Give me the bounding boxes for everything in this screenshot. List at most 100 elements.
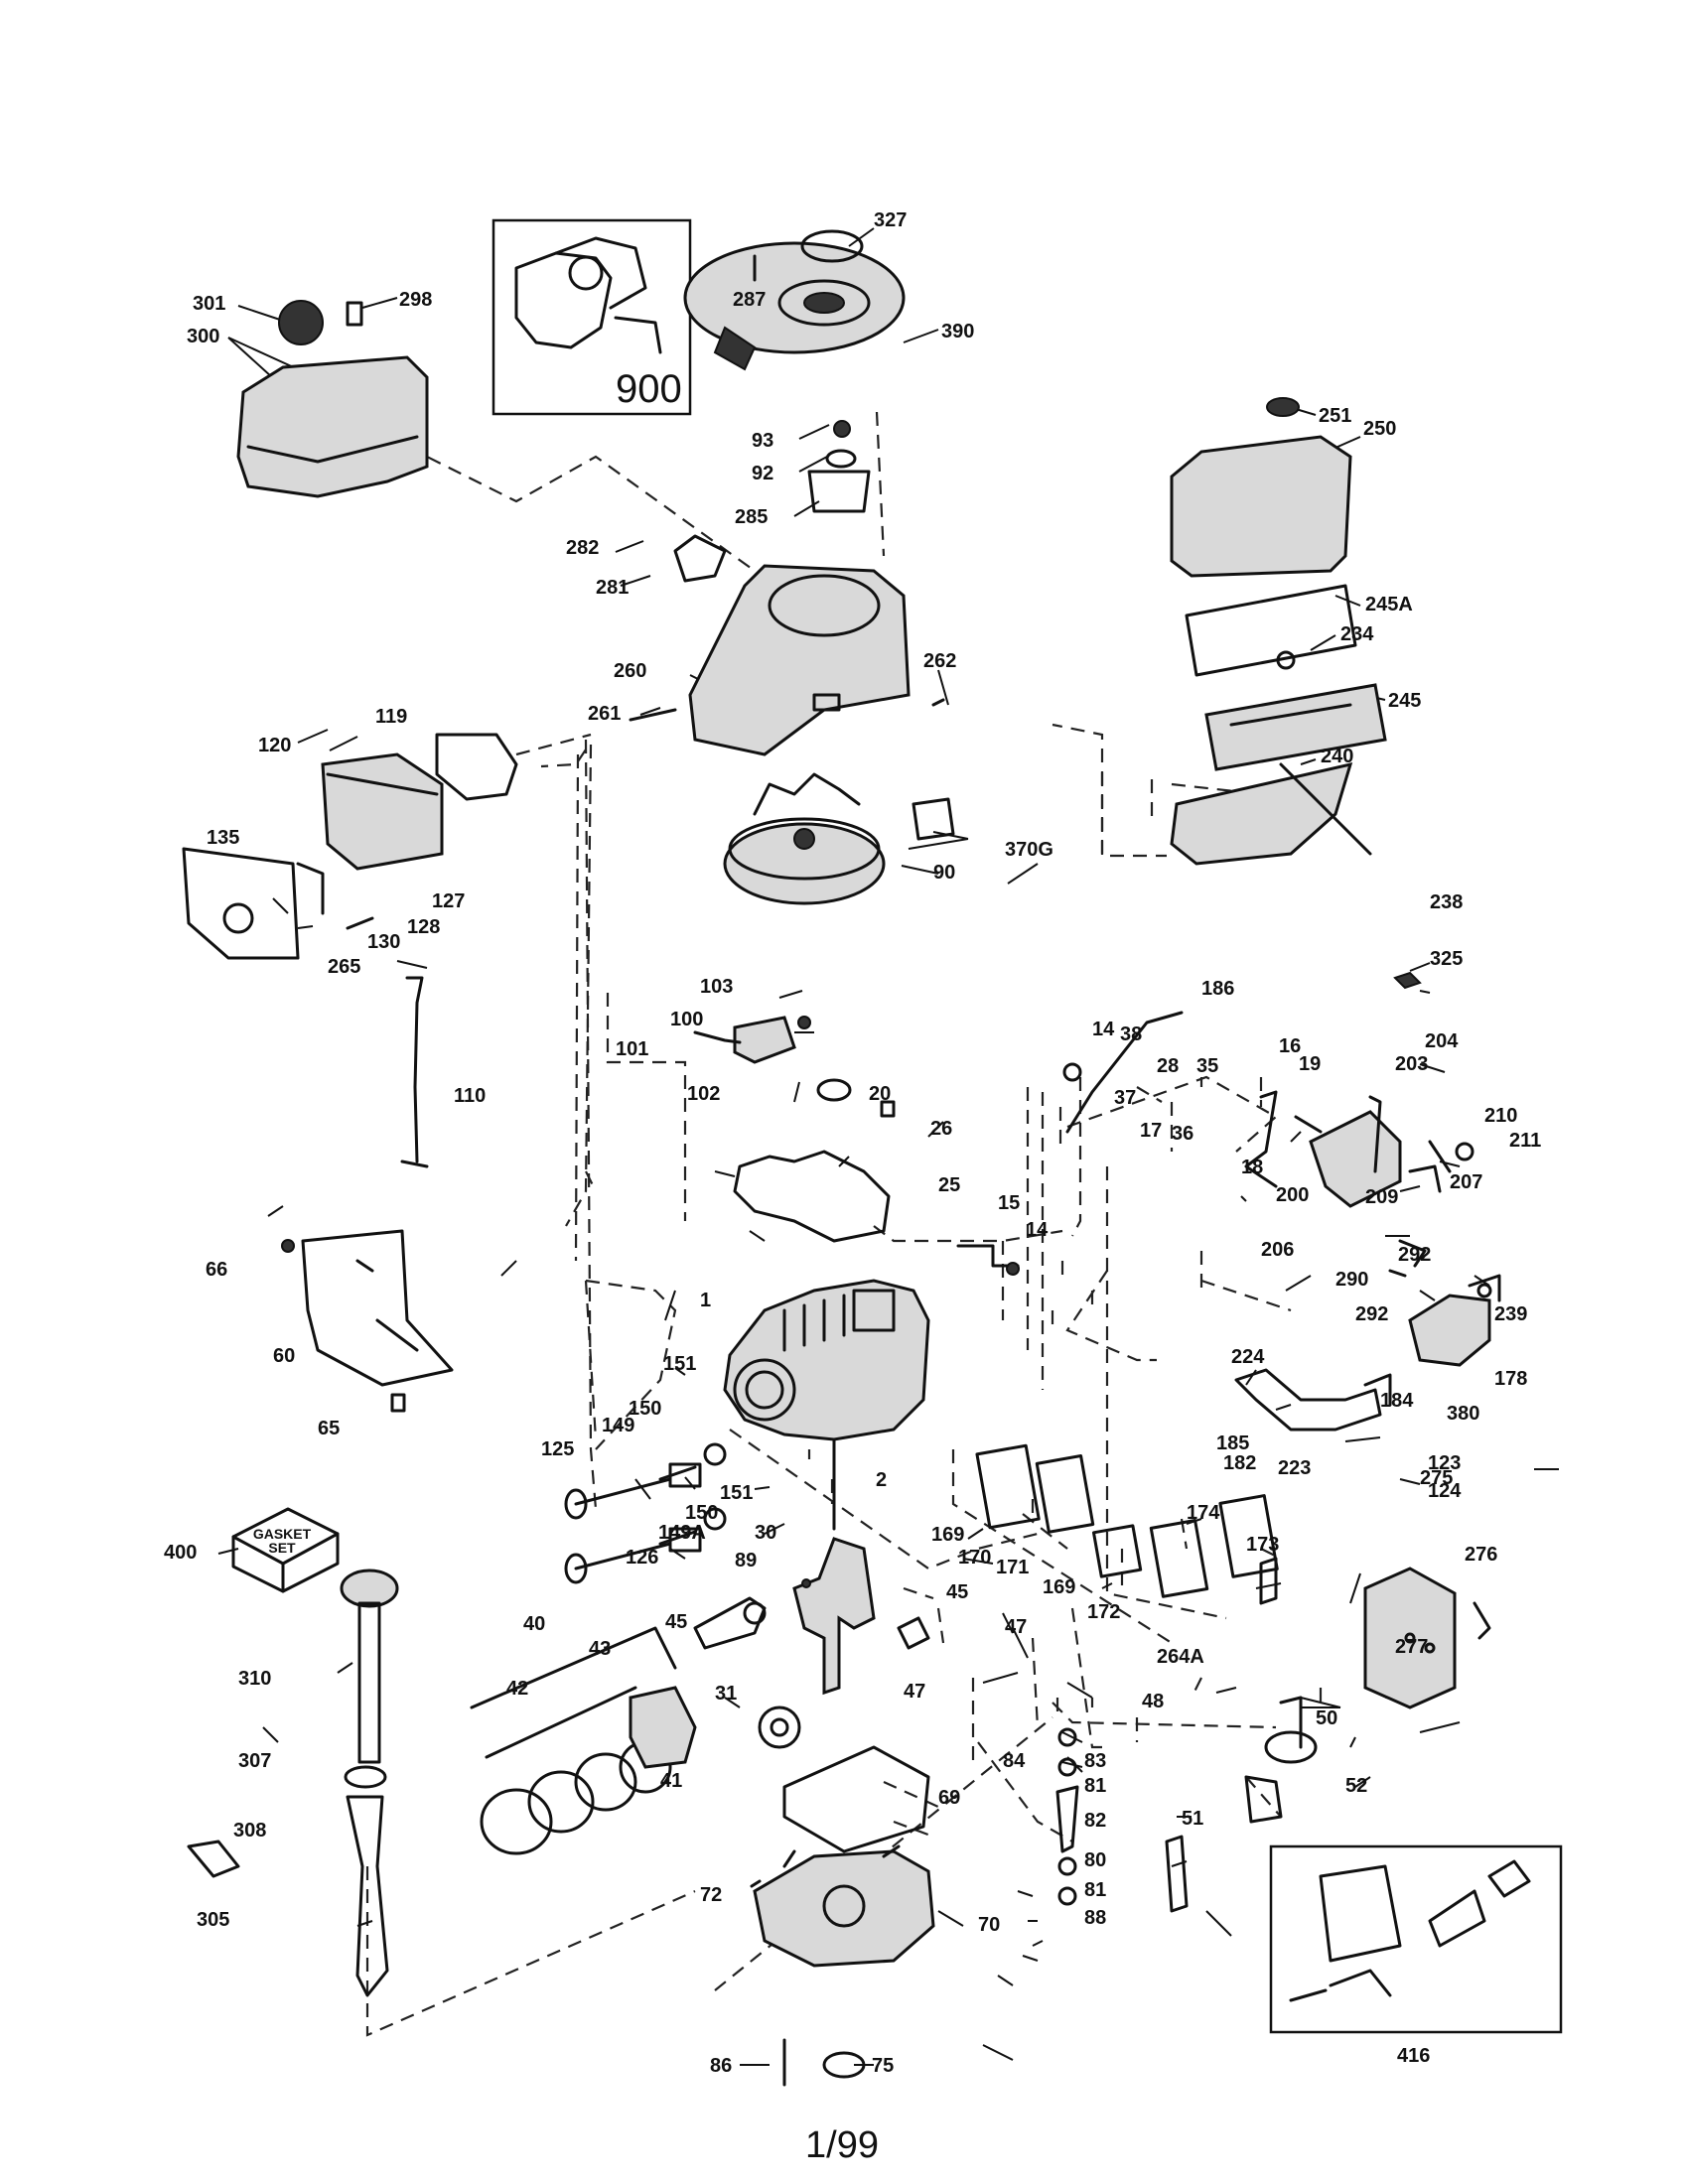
callout-211: 211 [1509, 1130, 1541, 1152]
callout-204: 204 [1425, 1030, 1459, 1052]
callout-169b: 169 [1043, 1576, 1075, 1598]
callout-125: 125 [541, 1438, 574, 1460]
callout-18: 18 [1241, 1157, 1263, 1178]
callout-203: 203 [1395, 1053, 1428, 1075]
callout-41: 41 [660, 1770, 682, 1792]
callout-14a: 14 [1092, 1019, 1115, 1040]
callout-90: 90 [933, 862, 955, 884]
callout-81b: 81 [1084, 1879, 1106, 1901]
callout-83: 83 [1084, 1750, 1106, 1772]
callout-123: 123 [1428, 1452, 1461, 1474]
callout-42: 42 [506, 1678, 528, 1700]
callout-151a: 151 [663, 1353, 696, 1375]
callout-170: 170 [958, 1547, 991, 1569]
callout-150a: 150 [629, 1398, 661, 1420]
page-number: 1/99 [805, 2124, 879, 2166]
callout-30: 30 [755, 1522, 776, 1544]
callout-65: 65 [318, 1418, 340, 1439]
callout-48: 48 [1142, 1691, 1164, 1712]
callout-290: 290 [1335, 1269, 1368, 1291]
gasket-set-label-line2: SET [268, 1540, 296, 1556]
callout-88: 88 [1084, 1907, 1106, 1929]
callout-102: 102 [687, 1083, 720, 1105]
callout-282: 282 [566, 537, 599, 559]
callout-251: 251 [1319, 405, 1351, 427]
callout-14b: 14 [1026, 1219, 1049, 1241]
callout-124: 124 [1428, 1480, 1462, 1502]
callout-277: 277 [1395, 1636, 1428, 1658]
callout-labels: 327 287 390 301 298 300 93 92 285 251 25… [164, 209, 1541, 2077]
callout-16: 16 [1279, 1035, 1301, 1057]
callout-171: 171 [996, 1557, 1029, 1578]
callout-172: 172 [1087, 1601, 1120, 1623]
callout-245: 245 [1388, 690, 1421, 712]
callout-17: 17 [1140, 1120, 1162, 1142]
callout-210: 210 [1484, 1105, 1517, 1127]
callout-20: 20 [869, 1083, 891, 1105]
callout-265: 265 [328, 956, 360, 978]
callout-1: 1 [700, 1290, 711, 1311]
callout-292b: 292 [1355, 1303, 1388, 1325]
callout-185: 185 [1216, 1433, 1249, 1454]
callout-305: 305 [197, 1909, 229, 1931]
callout-28: 28 [1157, 1055, 1179, 1077]
callout-26: 26 [930, 1118, 952, 1140]
engine-model-box [491, 218, 692, 416]
callout-25: 25 [938, 1174, 960, 1196]
callout-92: 92 [752, 463, 773, 484]
callout-45a: 45 [946, 1581, 968, 1603]
callout-130: 130 [367, 931, 400, 953]
callout-310: 310 [238, 1668, 271, 1690]
callout-327: 327 [874, 209, 907, 231]
callout-206: 206 [1261, 1239, 1294, 1261]
callout-72: 72 [700, 1884, 722, 1906]
callout-50: 50 [1316, 1707, 1337, 1729]
callout-250: 250 [1363, 418, 1396, 440]
callout-300: 300 [187, 326, 219, 347]
callout-43: 43 [589, 1638, 611, 1660]
callout-120: 120 [258, 735, 291, 756]
callout-261: 261 [588, 703, 621, 725]
callout-207: 207 [1450, 1171, 1482, 1193]
callout-292a: 292 [1398, 1244, 1431, 1266]
callout-103: 103 [700, 976, 733, 998]
callout-298: 298 [399, 289, 432, 311]
callout-69: 69 [938, 1787, 960, 1809]
callout-370G: 370G [1005, 839, 1053, 861]
callout-151b: 151 [720, 1482, 753, 1504]
callout-81a: 81 [1084, 1775, 1106, 1797]
callout-45b: 45 [665, 1611, 687, 1633]
callout-281: 281 [596, 577, 629, 599]
callout-234: 234 [1340, 623, 1374, 645]
callout-119: 119 [375, 706, 407, 728]
callout-245A: 245A [1365, 594, 1413, 615]
callout-173: 173 [1246, 1534, 1279, 1556]
callout-400: 400 [164, 1542, 197, 1564]
callout-80: 80 [1084, 1849, 1106, 1871]
callout-186: 186 [1201, 978, 1234, 1000]
callout-239: 239 [1494, 1303, 1527, 1325]
callout-149: 149 [602, 1415, 634, 1436]
callout-169a: 169 [931, 1524, 964, 1546]
callout-66: 66 [206, 1259, 227, 1281]
callout-51: 51 [1182, 1808, 1203, 1830]
callout-285: 285 [735, 506, 768, 528]
callout-47a: 47 [1005, 1616, 1027, 1638]
callout-37: 37 [1114, 1087, 1136, 1109]
assembly-dashed-lines [365, 411, 1323, 2037]
callout-178: 178 [1494, 1368, 1527, 1390]
callout-262: 262 [923, 650, 956, 672]
callout-126: 126 [626, 1547, 658, 1569]
callout-36: 36 [1172, 1123, 1193, 1145]
callout-240: 240 [1321, 746, 1353, 767]
callout-301: 301 [193, 293, 225, 315]
callout-380: 380 [1447, 1403, 1479, 1425]
callout-287: 287 [733, 289, 766, 311]
callout-128: 128 [407, 916, 440, 938]
callout-47b: 47 [904, 1681, 925, 1703]
callout-135: 135 [207, 827, 239, 849]
callout-100: 100 [670, 1009, 703, 1030]
callout-149A: 149A [658, 1522, 706, 1544]
callout-416: 416 [1397, 2045, 1430, 2067]
